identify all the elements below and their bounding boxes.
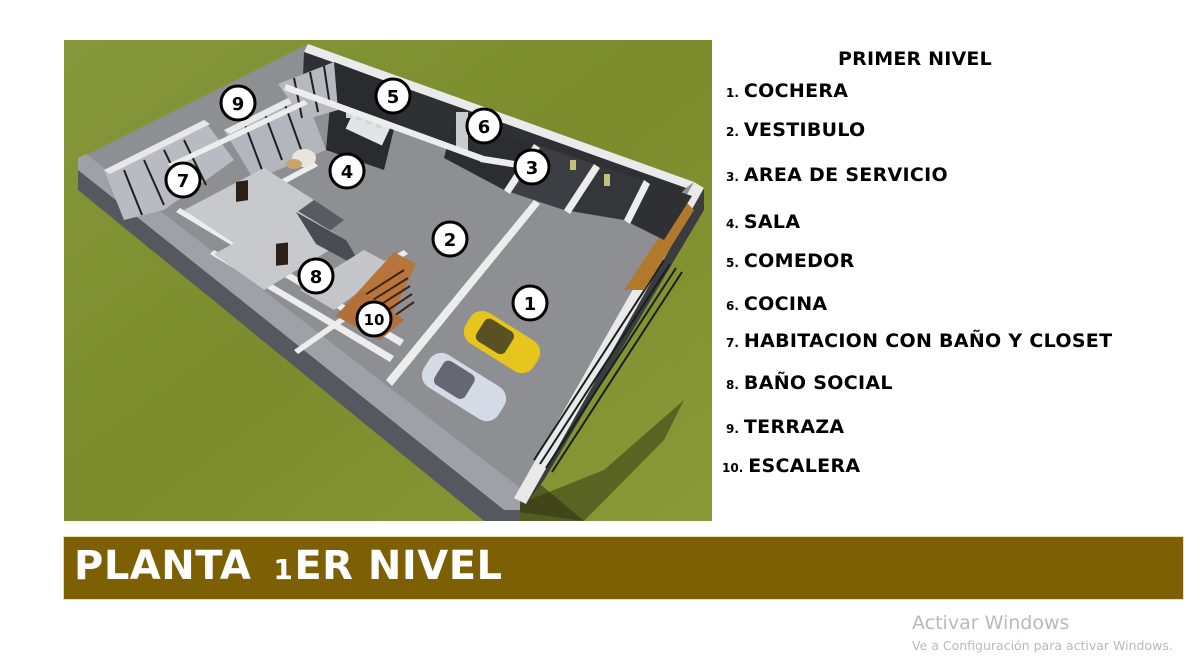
legend-item-label: HABITACION CON BAÑO Y CLOSET [743, 330, 1113, 352]
legend-item-number: 3. [726, 170, 739, 184]
legend-item-bano-social: 8. BAÑO SOCIAL [726, 372, 893, 394]
marker-3-area-de-servicio: 3 [513, 148, 551, 186]
legend-item-vestibulo: 2. VESTIBULO [726, 119, 866, 141]
svg-text:10: 10 [364, 311, 385, 329]
legend-item-number: 9. [726, 422, 739, 436]
banner-word: PLANTA [74, 543, 252, 589]
legend-item-number: 5. [726, 256, 739, 270]
legend-item-number: 1. [726, 86, 739, 100]
legend-item-habitacion: 7. HABITACION CON BAÑO Y CLOSET [726, 330, 1112, 352]
banner-level-text: ER NIVEL [294, 543, 503, 589]
marker-1-cochera: 1 [511, 284, 549, 322]
legend-item-label: BAÑO SOCIAL [743, 372, 893, 394]
legend-item-number: 7. [726, 336, 739, 350]
legend-item-number: 8. [726, 378, 739, 392]
svg-text:8: 8 [310, 267, 323, 288]
door [236, 180, 248, 202]
svg-text:1: 1 [524, 294, 537, 315]
svg-text:5: 5 [387, 87, 400, 108]
marker-6-cocina: 6 [465, 107, 503, 145]
floor-plan-render: 1 2 3 4 5 6 7 8 9 10 [64, 40, 712, 521]
watermark-subtitle: Ve a Configuración para activar Windows. [912, 638, 1173, 653]
svg-text:9: 9 [232, 94, 245, 115]
svg-text:4: 4 [341, 162, 354, 183]
svg-text:3: 3 [526, 158, 539, 179]
floor-plan-illustration: 1 2 3 4 5 6 7 8 9 10 [64, 40, 712, 521]
marker-2-vestibulo: 2 [431, 220, 469, 258]
svg-text:2: 2 [444, 230, 457, 251]
yellow-car [463, 310, 541, 374]
legend-item-terraza: 9. TERRAZA [726, 416, 844, 438]
white-car [421, 352, 507, 422]
banner-level-number: 1 [273, 553, 294, 586]
legend-item-escalera: 10. ESCALERA [722, 455, 860, 477]
legend-item-sala: 4. SALA [726, 211, 800, 233]
watermark-title: Activar Windows [912, 612, 1070, 634]
svg-text:7: 7 [177, 171, 190, 192]
legend-item-number: 4. [726, 217, 739, 231]
marker-10-escalera: 10 [355, 300, 393, 338]
legend-item-label: ESCALERA [748, 455, 861, 477]
title-banner: PLANTA 1ER NIVEL [64, 537, 1183, 599]
legend-item-label: VESTIBULO [743, 119, 866, 141]
room-legend: PRIMER NIVEL 1. COCHERA 2. VESTIBULO 3. ARE… [720, 40, 1160, 490]
marker-5-comedor: 5 [374, 77, 412, 115]
marker-8-bano-social: 8 [297, 257, 335, 295]
legend-item-cochera: 1. COCHERA [726, 80, 848, 102]
legend-item-area-de-servicio: 3. AREA DE SERVICIO [726, 164, 948, 186]
legend-item-label: AREA DE SERVICIO [743, 164, 948, 186]
marker-4-sala: 4 [328, 152, 366, 190]
legend-item-label: COMEDOR [743, 250, 855, 272]
windows-activation-watermark: Activar Windows Ve a Configuración para … [912, 612, 1173, 653]
legend-item-label: TERRAZA [743, 416, 845, 438]
marker-7-habitacion: 7 [164, 161, 202, 199]
marker-9-terraza: 9 [219, 84, 257, 122]
legend-item-label: COCINA [743, 293, 828, 315]
legend-item-label: SALA [743, 211, 801, 233]
svg-text:6: 6 [478, 117, 491, 138]
outer-wall-left [78, 154, 520, 510]
legend-item-label: COCHERA [743, 80, 849, 102]
door [276, 242, 288, 266]
legend-item-number: 10. [722, 461, 744, 475]
legend-item-cocina: 6. COCINA [726, 293, 827, 315]
legend-item-number: 2. [726, 125, 739, 139]
legend-title: PRIMER NIVEL [838, 48, 992, 70]
legend-item-comedor: 5. COMEDOR [726, 250, 855, 272]
legend-item-number: 6. [726, 299, 739, 313]
banner-title: PLANTA 1ER NIVEL [74, 543, 503, 589]
room-markers: 1 2 3 4 5 6 7 8 9 10 [164, 77, 551, 338]
fridge [456, 112, 468, 152]
